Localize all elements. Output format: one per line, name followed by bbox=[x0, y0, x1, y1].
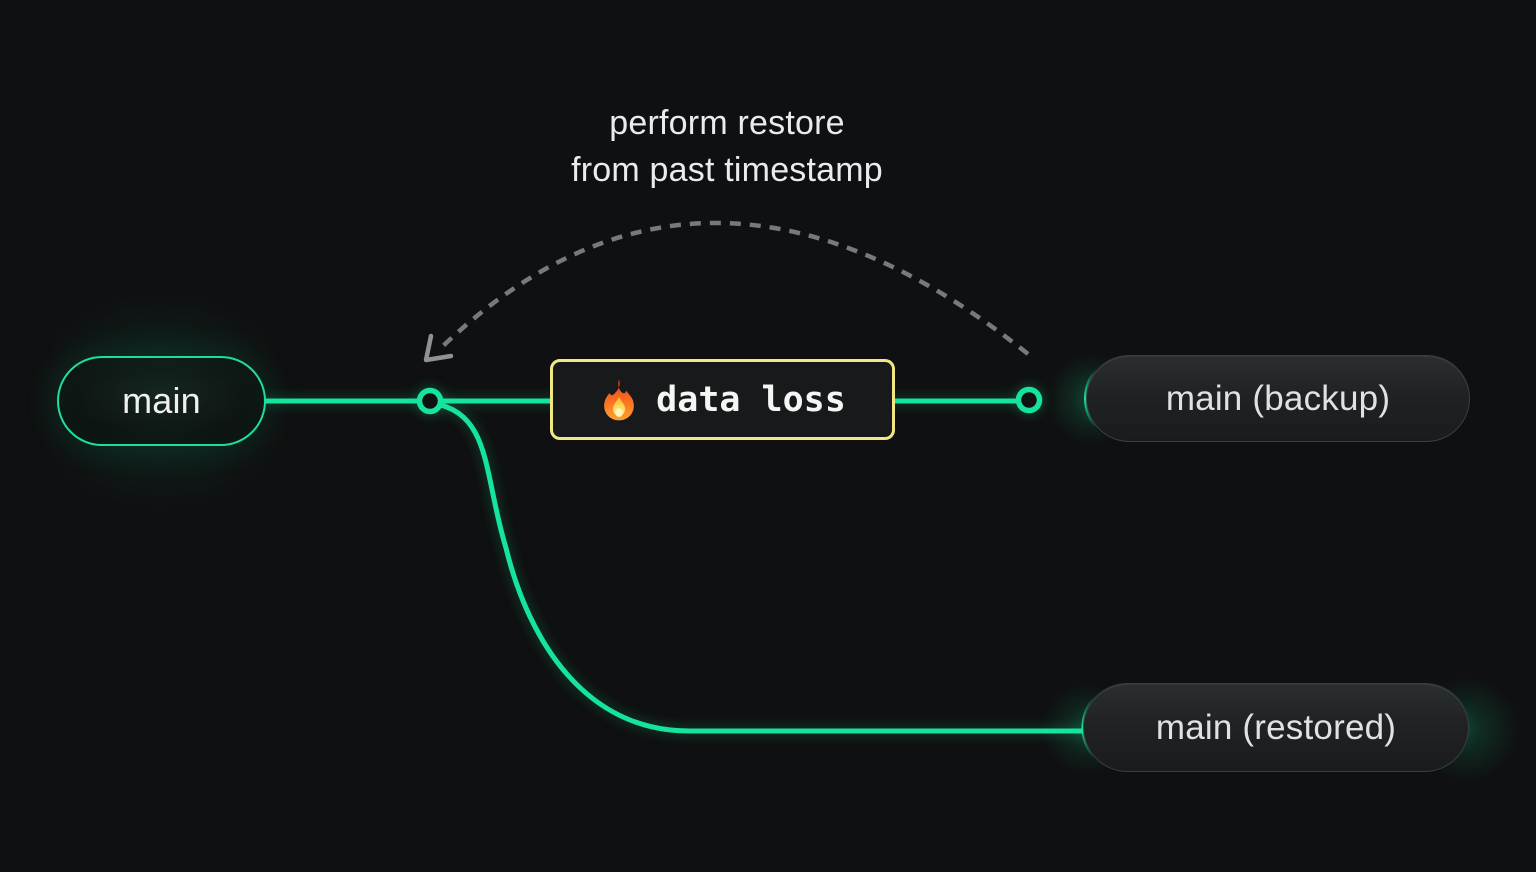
fire-icon bbox=[604, 378, 635, 420]
branch-point-right-icon bbox=[1015, 386, 1043, 414]
node-main-restored: main (restored) bbox=[1083, 683, 1469, 772]
restore-arrowhead-icon bbox=[423, 333, 454, 363]
data-loss-box: data loss bbox=[550, 359, 895, 440]
data-loss-label: data loss bbox=[656, 379, 846, 420]
annotation-line1: perform restore bbox=[609, 104, 845, 142]
node-main-backup: main (backup) bbox=[1086, 355, 1470, 442]
node-main-backup-label: main (backup) bbox=[1165, 378, 1391, 418]
restored-branch-line bbox=[429, 400, 1088, 734]
annotation-line2: from past timestamp bbox=[571, 151, 883, 189]
node-main: main bbox=[57, 356, 266, 446]
annotation: perform restore from past timestamp bbox=[571, 100, 883, 194]
branch-point-left-icon bbox=[416, 387, 444, 415]
node-main-label: main bbox=[122, 380, 201, 421]
node-main-restored-label: main (restored) bbox=[1155, 707, 1397, 747]
restore-dashed-arc bbox=[441, 220, 1030, 356]
